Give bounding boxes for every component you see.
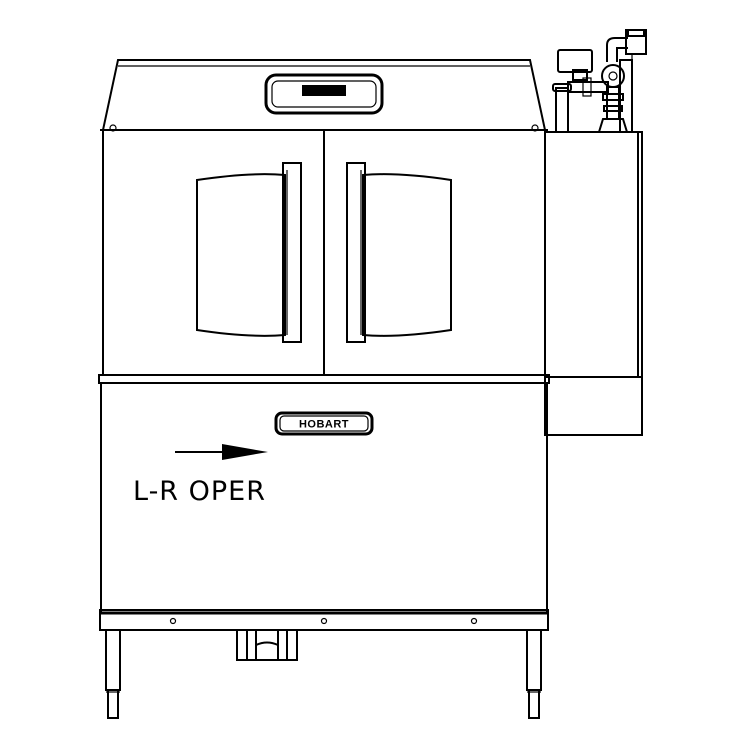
direction-arrow-icon (175, 444, 268, 460)
right-door (346, 162, 452, 343)
bottom-rail (99, 609, 549, 631)
brand-logo: HOBART (274, 411, 374, 436)
brand-logo-text: HOBART (299, 419, 349, 431)
right-leg (526, 629, 542, 719)
upper-door-frame (102, 129, 546, 376)
control-display-panel (264, 73, 384, 115)
divider-strip (98, 374, 550, 384)
side-booster-unit (544, 131, 643, 436)
plumbing-valve-assembly (552, 29, 647, 133)
left-leg (105, 629, 121, 719)
left-door (196, 162, 302, 343)
operation-label: L-R OPER (133, 476, 266, 507)
drain-outlet (236, 629, 298, 661)
